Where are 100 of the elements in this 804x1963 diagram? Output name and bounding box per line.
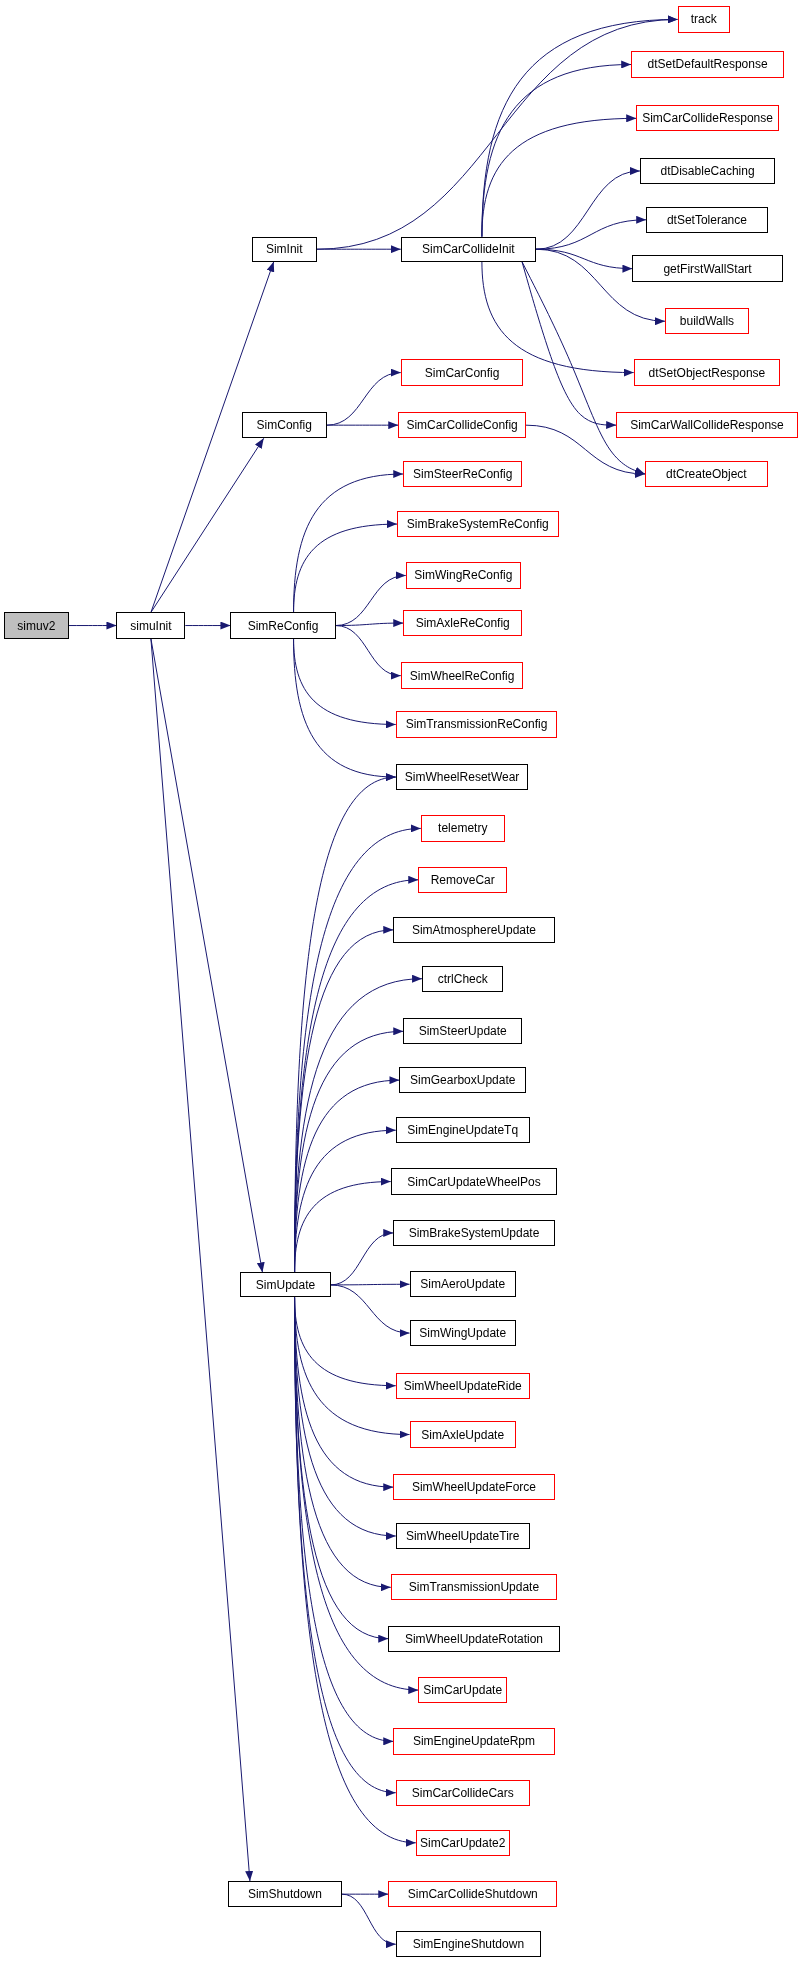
function-box [636, 105, 779, 132]
function-box [403, 1018, 523, 1045]
function-name: SimEngineUpdateRpm [412, 1734, 535, 1749]
function-name: SimAxleReConfig [415, 616, 510, 630]
function-box [397, 510, 559, 538]
function-name: SimWheelUpdateRide [403, 1378, 522, 1393]
function-box [631, 51, 784, 78]
function-box [409, 1421, 516, 1448]
function-name: SimWingReConfig [414, 568, 513, 583]
function-box [409, 1319, 516, 1347]
function-name: SimReConfig [247, 618, 319, 633]
function-box [400, 359, 524, 386]
function-box [395, 1931, 541, 1958]
function-box [388, 1881, 558, 1908]
arrow [68, 621, 117, 630]
arrow [525, 424, 646, 478]
function-box [395, 1522, 530, 1550]
function-box [665, 308, 749, 335]
function-name: SimWheelUpdateForce [411, 1480, 536, 1495]
function-box [420, 815, 505, 842]
function-box [409, 1271, 516, 1298]
function-name: dtCreateObject [665, 467, 747, 481]
function-name: SimWheelReConfig [409, 668, 515, 683]
function-box [418, 866, 508, 893]
function-box [399, 1067, 526, 1094]
function-box [390, 1574, 558, 1601]
arrow [150, 638, 254, 1882]
function-name: SimInit [265, 242, 303, 257]
function-name: SimCarCollideCars [411, 1785, 514, 1800]
function-box [390, 1168, 558, 1195]
function-box [241, 412, 327, 439]
function-name: SimCarCollideResponse [642, 111, 773, 126]
function-name: RemoveCar [430, 872, 495, 887]
function-box [3, 612, 69, 639]
function-name: SimAtmosphereUpdate [411, 922, 536, 937]
function-name: SimCarUpdate2 [420, 1835, 506, 1850]
function-name: SimWheelResetWear [404, 770, 520, 785]
function-name: telemetry [438, 821, 488, 836]
function-name: SimBrakeSystemUpdate [408, 1225, 540, 1240]
function-name: SimCarConfig [424, 365, 500, 380]
function-box [395, 763, 529, 791]
arrow [341, 1893, 397, 1947]
function-box [227, 1881, 342, 1908]
function-box [418, 1676, 508, 1704]
function-box [633, 359, 781, 386]
arrow [150, 261, 275, 613]
function-name: SimSteerReConfig [413, 467, 513, 481]
function-box [646, 206, 768, 233]
function-name: getFirstWallStart [663, 261, 752, 276]
function-name: SimEngineUpdateTq [407, 1123, 519, 1138]
arrow [293, 520, 398, 613]
function-name: SimCarCollideInit [422, 242, 515, 257]
function-name: track [690, 12, 717, 27]
function-name: dtSetTolerance [666, 212, 747, 227]
function-name: dtSetObjectResponse [648, 365, 766, 380]
function-box [393, 916, 555, 943]
arrow [330, 1284, 410, 1337]
arrow [481, 261, 635, 377]
arrow [330, 1280, 410, 1289]
function-name: SimCarUpdate [423, 1683, 503, 1697]
function-box [230, 612, 336, 639]
function-box [395, 711, 558, 738]
function-box [393, 1474, 555, 1501]
function-name: dtSetDefaultResponse [647, 57, 768, 72]
function-name: SimSteerUpdate [418, 1024, 507, 1039]
arrow [335, 625, 402, 679]
arrow [294, 1296, 417, 1845]
function-name: SimCarUpdateWheelPos [407, 1174, 541, 1189]
function-box [395, 1117, 530, 1144]
arrow [294, 1178, 392, 1273]
arrow [535, 248, 666, 325]
function-box [395, 1779, 530, 1806]
function-box [632, 255, 783, 282]
function-box [403, 609, 523, 637]
function-name: SimCarCollideConfig [406, 418, 518, 433]
function-name: SimConfig [256, 418, 312, 433]
function-name: SimUpdate [255, 1277, 316, 1292]
function-box [398, 412, 526, 439]
function-box [644, 460, 768, 488]
arrow [535, 168, 641, 250]
function-box [251, 236, 317, 262]
function-name: SimBrakeSystemReConfig [406, 517, 549, 532]
arrow [326, 369, 402, 426]
function-box [400, 662, 524, 689]
function-name: simuInit [130, 618, 172, 633]
arrow [521, 261, 617, 429]
function-box [395, 1372, 530, 1399]
function-name: SimAxleUpdate [421, 1427, 505, 1442]
arrow [521, 261, 646, 475]
function-name: SimAeroUpdate [420, 1277, 506, 1292]
function-box [422, 965, 504, 992]
function-box [415, 1829, 510, 1856]
arrow [184, 621, 231, 630]
function-box [403, 460, 523, 488]
arrow [481, 114, 637, 238]
function-box [639, 157, 776, 185]
function-box [400, 236, 536, 262]
function-box [677, 6, 731, 33]
function-name: dtDisableCaching [660, 163, 755, 178]
function-name: buildWalls [679, 314, 735, 329]
